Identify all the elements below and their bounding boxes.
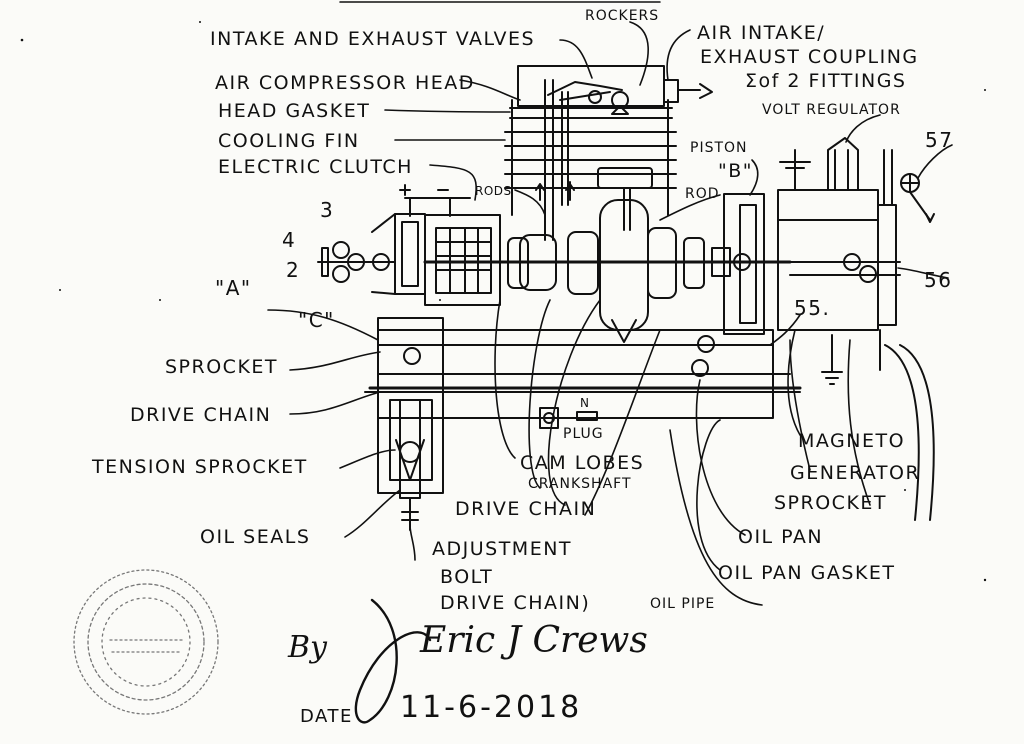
label-oil-seals: OIL SEALS bbox=[200, 526, 311, 548]
label-drive-chain-mid: DRIVE CHAIN bbox=[455, 498, 597, 520]
label-electric-clutch: ELECTRIC CLUTCH bbox=[218, 156, 413, 178]
label-magneto: MAGNETO bbox=[798, 430, 906, 452]
label-volt-regulator: VOLT REGULATOR bbox=[762, 102, 901, 118]
label-rockers: ROCKERS bbox=[585, 8, 660, 24]
label-n-mark: N bbox=[580, 396, 590, 410]
label-cooling-fin: COOLING FIN bbox=[218, 130, 360, 152]
leader-lines bbox=[267, 21, 953, 606]
label-air-intake-2: EXHAUST COUPLING bbox=[700, 46, 919, 68]
label-air-intake-3: Σof 2 FITTINGS bbox=[745, 70, 907, 92]
label-adjustment-1: ADJUSTMENT bbox=[432, 538, 573, 560]
official-stamp bbox=[73, 569, 219, 715]
label-rods: RODS bbox=[475, 184, 512, 198]
generator-assembly bbox=[723, 137, 935, 521]
label-2: 2 bbox=[286, 258, 301, 282]
cylinder-head-assembly bbox=[504, 65, 713, 241]
label-drive-chain-left: DRIVE CHAIN bbox=[130, 404, 272, 426]
left-sprocket-assembly bbox=[317, 213, 426, 295]
label-head-gasket: HEAD GASKET bbox=[218, 100, 371, 122]
label-adjustment-2: BOLT bbox=[440, 566, 494, 588]
label-air-compressor-head: AIR COMPRESSOR HEAD bbox=[215, 72, 475, 94]
tension-sprocket-column bbox=[377, 317, 444, 531]
label-4: 4 bbox=[282, 228, 297, 252]
signature-by: By bbox=[288, 630, 327, 665]
date-label: DATE bbox=[300, 706, 353, 727]
label-air-intake-1: AIR INTAKE/ bbox=[697, 22, 826, 44]
crankcase-housing bbox=[364, 329, 802, 429]
label-3: 3 bbox=[320, 198, 335, 222]
label-cam-lobes: CAM LOBES bbox=[520, 452, 645, 474]
label-sprocket-left: SPROCKET bbox=[165, 356, 279, 378]
date-value: 11-6-2018 bbox=[400, 690, 583, 725]
label-adjustment-3: DRIVE CHAIN) bbox=[440, 592, 591, 614]
paper-specks bbox=[20, 21, 987, 582]
label-c: "C" bbox=[298, 308, 335, 332]
signature-flourish bbox=[354, 598, 432, 724]
label-piston: PISTON bbox=[690, 140, 748, 156]
label-crankshaft: CRANKSHAFT bbox=[528, 476, 632, 492]
label-intake-exhaust-valves: INTAKE AND EXHAUST VALVES bbox=[210, 28, 536, 50]
label-sprocket-right: SPROCKET bbox=[774, 492, 888, 514]
label-piston-b: "B" bbox=[718, 160, 754, 182]
label-generator: GENERATOR bbox=[790, 462, 921, 484]
label-55: 55. bbox=[794, 296, 831, 320]
label-plug: PLUG bbox=[563, 426, 604, 442]
label-oil-pipe: OIL PIPE bbox=[650, 596, 716, 612]
signature-name: Eric J Crews bbox=[420, 620, 648, 661]
label-tension-sprocket: TENSION SPROCKET bbox=[92, 456, 308, 478]
label-56: 56 bbox=[924, 268, 953, 292]
label-a: "A" bbox=[215, 276, 252, 300]
label-57: 57 bbox=[925, 128, 954, 152]
label-rod: ROD bbox=[685, 186, 720, 202]
label-oil-pan: OIL PAN bbox=[738, 526, 824, 548]
label-oil-pan-gasket: OIL PAN GASKET bbox=[718, 562, 896, 584]
